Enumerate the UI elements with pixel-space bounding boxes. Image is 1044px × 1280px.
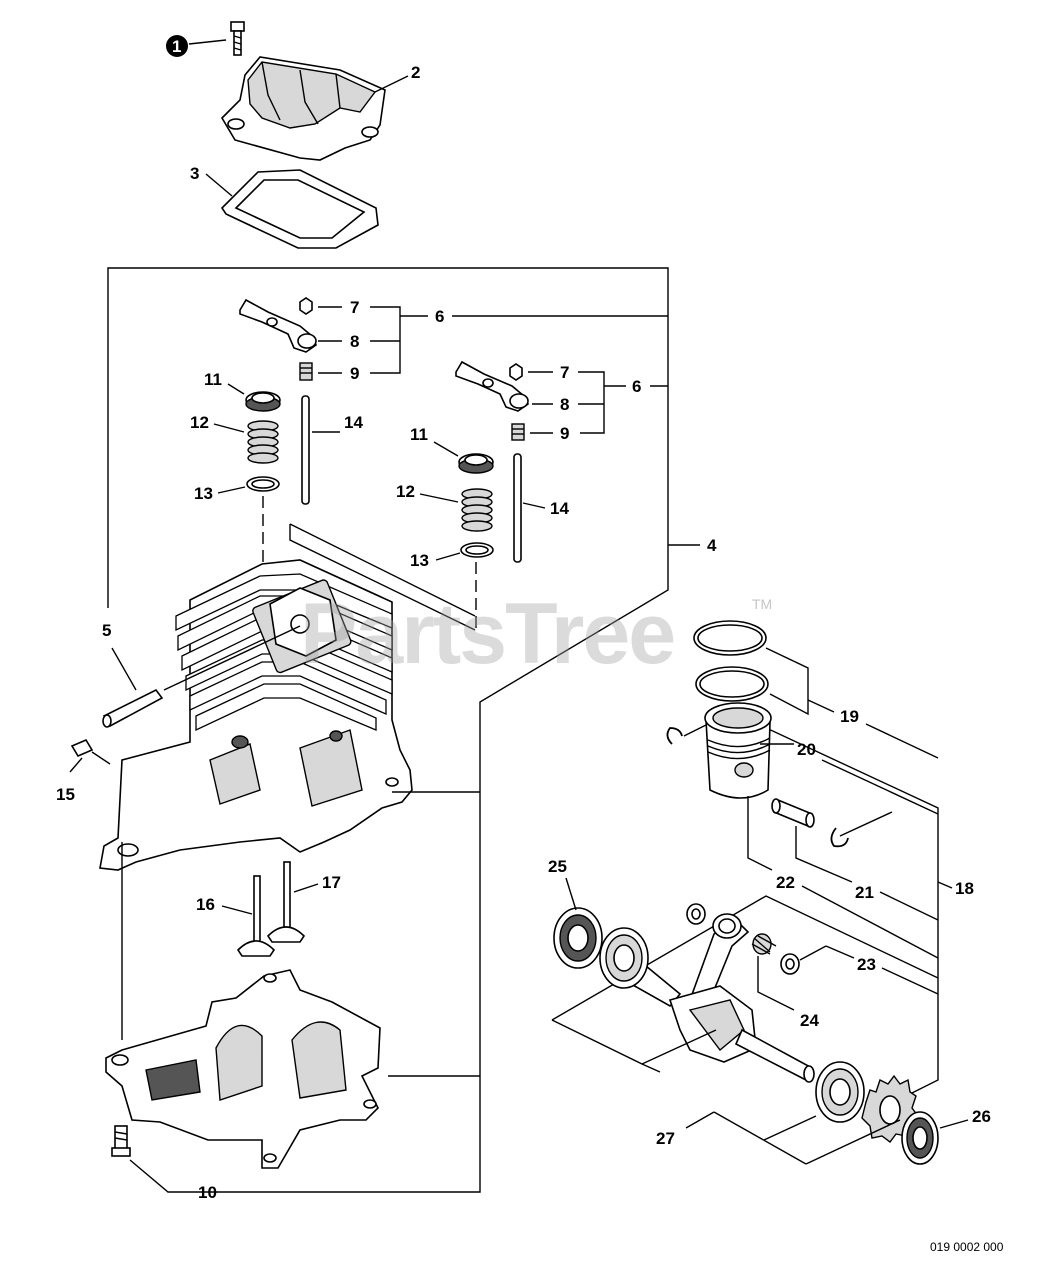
bolt-part [230, 21, 245, 56]
spring-seat-part [246, 476, 280, 492]
callout-12b: 12 [396, 482, 415, 501]
document-id: 019 0002 000 [930, 1240, 1004, 1254]
ball-bearing-part [815, 1061, 865, 1123]
crankshaft-part [622, 913, 815, 1083]
ball-bearing-part [599, 927, 649, 989]
callout-22: 22 [776, 873, 795, 892]
callout-9a: 9 [350, 364, 359, 383]
thrust-washer-part [780, 953, 800, 975]
callout-20: 20 [797, 740, 816, 759]
callout-10: 10 [198, 1183, 217, 1202]
crankcase-bolt-part [111, 1125, 131, 1157]
cylinder-crankcase-part [99, 559, 413, 871]
thrust-washer-part [686, 903, 706, 925]
callout-badge [166, 35, 188, 57]
callout-25: 25 [548, 857, 567, 876]
needle-bearing-part [751, 933, 777, 955]
callout-13b: 13 [410, 551, 429, 570]
spring-seat-part [460, 542, 494, 558]
callout-14b: 14 [550, 499, 569, 518]
piston-pin-part [771, 798, 815, 828]
exhaust-valve-part [266, 861, 306, 943]
callout-13a: 13 [194, 484, 213, 503]
dowel-pin-part [102, 688, 164, 728]
callout-27: 27 [656, 1129, 675, 1148]
callout-23: 23 [857, 955, 876, 974]
callout-15: 15 [56, 785, 75, 804]
adjust-screw-part [299, 362, 313, 381]
valve-spring-part [461, 488, 493, 532]
rocker-nut-part [509, 363, 523, 381]
callout-17: 17 [322, 873, 341, 892]
callout-14a: 14 [344, 413, 363, 432]
callout-24: 24 [800, 1011, 819, 1030]
rocker-arm-part [455, 360, 530, 412]
callout-1: 1 [172, 37, 181, 56]
callout-9b: 9 [560, 424, 569, 443]
push-rod-part [301, 395, 310, 505]
callout-7a: 7 [350, 298, 359, 317]
oil-seal-part [553, 907, 603, 969]
callout-12a: 12 [190, 413, 209, 432]
callout-11a: 11 [204, 370, 222, 389]
circlip-part [830, 827, 849, 848]
callout-6a: 6 [435, 307, 444, 326]
callout-8a: 8 [350, 332, 359, 351]
callout-16: 16 [196, 895, 215, 914]
callout-2: 2 [411, 63, 420, 82]
piston-ring-part [693, 620, 767, 656]
piston-ring-part [695, 666, 769, 702]
adjust-screw-part [511, 423, 525, 441]
intake-valve-part [236, 875, 276, 957]
spring-retainer-part [245, 391, 281, 412]
oil-seal-part [901, 1111, 939, 1165]
callout-19: 19 [840, 707, 859, 726]
rocker-cover-part [220, 56, 386, 161]
callout-5: 5 [102, 621, 111, 640]
push-rod-part [513, 453, 522, 563]
cover-gasket-part [220, 169, 379, 249]
callout-11b: 11 [410, 425, 428, 444]
rocker-arm-part [239, 298, 317, 353]
callout-26: 26 [972, 1107, 991, 1126]
callout-18: 18 [955, 879, 974, 898]
circlip-part [666, 727, 683, 745]
small-dowel-part [70, 738, 94, 758]
callout-8b: 8 [560, 395, 569, 414]
spring-retainer-part [458, 453, 494, 474]
callout-6b: 6 [632, 377, 641, 396]
callout-7b: 7 [560, 363, 569, 382]
callout-3: 3 [190, 164, 199, 183]
assembly-bracket-4 [107, 267, 669, 1193]
callout-21: 21 [855, 883, 874, 902]
piston-part [704, 702, 772, 799]
callout-4: 4 [707, 536, 717, 555]
lower-crankcase-part [105, 969, 381, 1169]
valve-spring-part [247, 420, 279, 464]
rocker-nut-part [299, 297, 313, 315]
